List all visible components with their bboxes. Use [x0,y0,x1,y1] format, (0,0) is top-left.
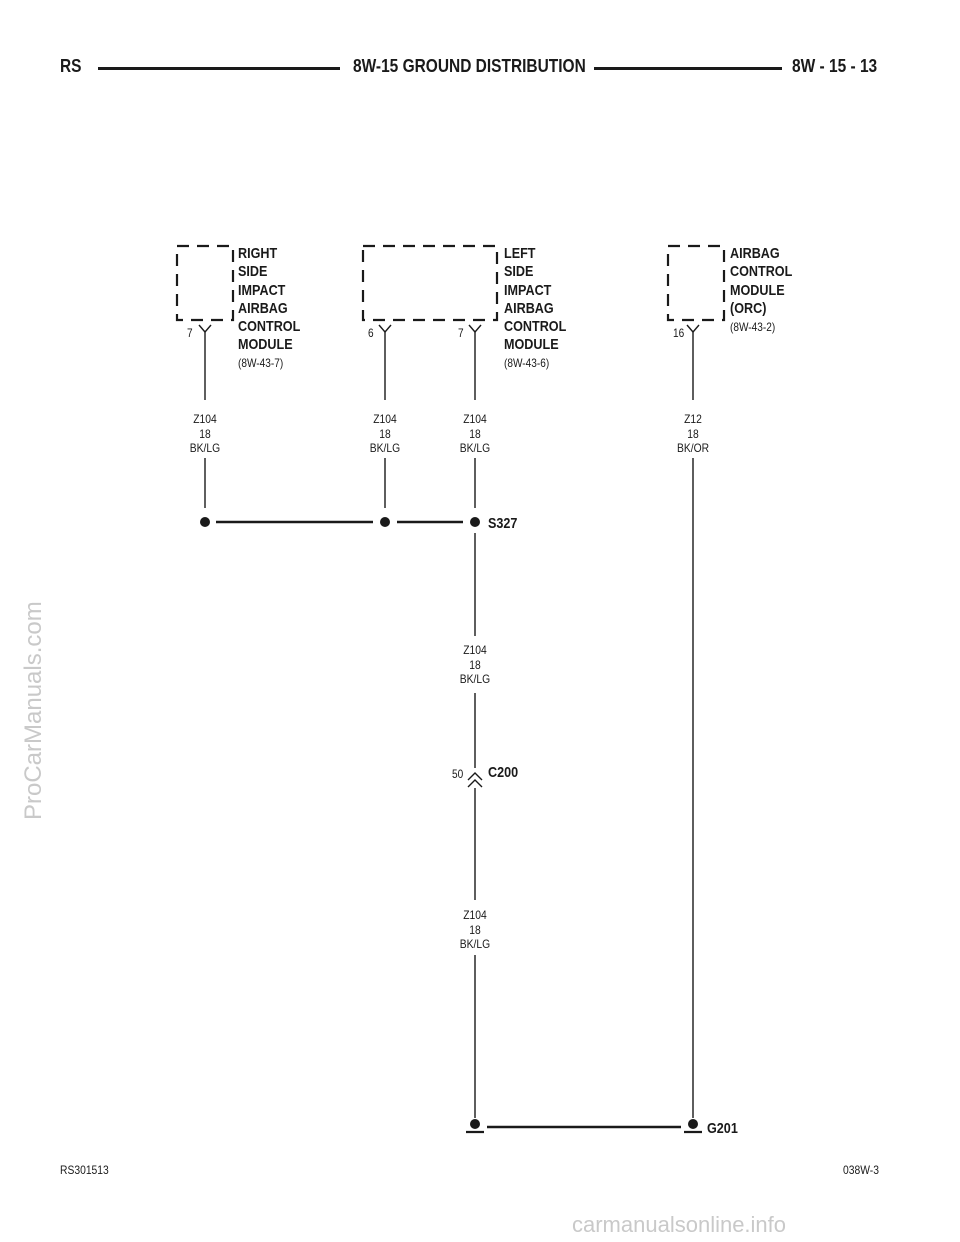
right-side-module-ref: (8W-43-7) [238,356,284,370]
orc-module-pin: 16 [673,326,685,340]
splice-label: S327 [488,515,518,532]
c200-label: C200 [488,764,519,781]
left-side-module-pin-6: 6 [368,326,374,340]
header-section-code: RS [60,56,82,76]
terminal-right-7 [198,324,212,334]
bottom-watermark: carmanualsonline.info [572,1212,787,1237]
terminal-orc-16 [686,324,700,334]
left-side-module-pin-7: 7 [458,326,464,340]
c200-pin-label: 50 [452,767,464,781]
left-side-module-ref: (8W-43-6) [504,356,550,370]
c200-connector-symbol [467,772,483,788]
terminal-left-6 [378,324,392,334]
splice-dot-s327 [470,517,480,527]
footer-code: 038W-3 [843,1163,879,1177]
page-title: 8W-15 GROUND DISTRIBUTION [353,56,586,76]
right-side-module-label: RIGHT SIDE IMPACT AIRBAG CONTROL MODULE [238,245,301,354]
right-side-module-pin: 7 [187,326,193,340]
footer-figure-id: RS301513 [60,1163,109,1177]
splice-dot-right [200,517,210,527]
side-watermark: ProCarManuals.com [20,601,47,820]
ground-label: G201 [707,1120,738,1137]
right-side-module-outline [175,244,235,322]
orc-module-label: AIRBAG CONTROL MODULE (ORC) [730,245,793,317]
ground-dot-g201 [688,1119,698,1129]
orc-module-outline [666,244,726,322]
header-rule-left [98,67,340,70]
ground-dot-left [470,1119,480,1129]
orc-module-ref: (8W-43-2) [730,320,776,334]
left-side-module-outline [361,244,499,322]
splice-dot-left6 [380,517,390,527]
terminal-left-7 [468,324,482,334]
header-rule-right [594,67,782,70]
page-number: 8W - 15 - 13 [792,56,878,76]
left-side-module-label: LEFT SIDE IMPACT AIRBAG CONTROL MODULE [504,245,567,354]
